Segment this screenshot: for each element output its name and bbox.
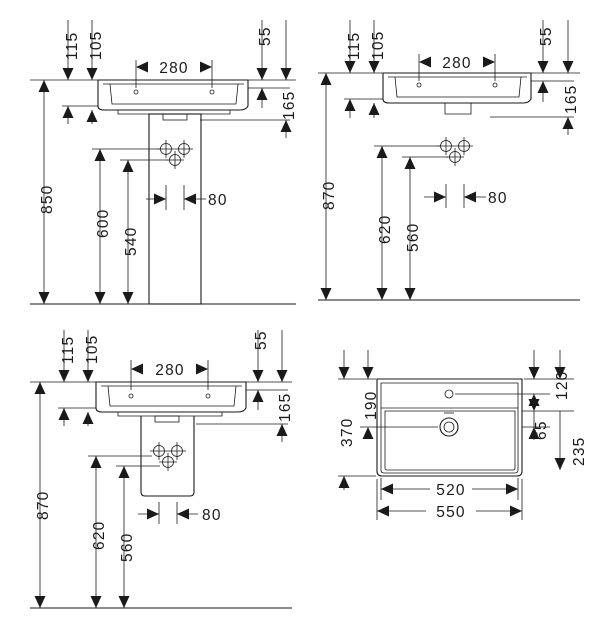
dim-115: 115: [64, 32, 81, 60]
dim-165: 165: [277, 393, 294, 422]
dim-115: 115: [60, 336, 77, 364]
dim-540: 540: [123, 227, 140, 256]
dim-55: 55: [257, 26, 274, 46]
pedestal-view: 115 105 280 55 165 850 600: [30, 20, 298, 305]
dim-280: 280: [155, 362, 184, 379]
dim-870: 870: [35, 491, 52, 520]
dim-80: 80: [208, 192, 228, 209]
dim-850: 850: [39, 185, 56, 214]
semi-pedestal-view: 115 105 280 55 165 870 620: [30, 330, 294, 609]
dim-105: 105: [370, 31, 387, 60]
basin-outline: [97, 79, 249, 111]
basin-outline: [382, 72, 532, 104]
dim-620: 620: [377, 215, 394, 244]
semi-pedestal-shroud: [140, 416, 195, 497]
pedestal-column: [148, 113, 202, 305]
dim-600: 600: [95, 209, 112, 238]
dim-370: 370: [339, 418, 356, 447]
basin-outline: [95, 381, 247, 413]
dim-80: 80: [202, 507, 222, 524]
dim-80: 80: [488, 190, 508, 207]
dim-55: 55: [538, 26, 555, 46]
dim-165: 165: [281, 91, 298, 120]
dim-235: 235: [571, 437, 588, 466]
dim-115: 115: [346, 32, 363, 60]
dim-520: 520: [436, 482, 465, 499]
dim-105: 105: [88, 31, 105, 60]
dim-560: 560: [405, 223, 422, 252]
dim-105: 105: [84, 335, 101, 364]
dim-65: 65: [533, 420, 550, 440]
wall-hung-view: 115 105 280 55 165 870 620: [318, 20, 580, 301]
dim-560: 560: [119, 533, 136, 562]
dim-280: 280: [442, 55, 471, 72]
dim-55: 55: [253, 330, 270, 350]
basin-top-outline: [376, 378, 523, 477]
drain: [439, 417, 459, 437]
tap-hole: [444, 389, 454, 399]
dim-870: 870: [321, 181, 338, 210]
dim-165: 165: [563, 85, 580, 114]
top-view: 370 190 120 65 235 520: [338, 350, 588, 521]
dim-620: 620: [91, 521, 108, 550]
dim-280: 280: [159, 60, 188, 77]
dim-120: 120: [554, 371, 571, 400]
dim-190: 190: [363, 391, 380, 420]
dim-550: 550: [436, 504, 465, 521]
